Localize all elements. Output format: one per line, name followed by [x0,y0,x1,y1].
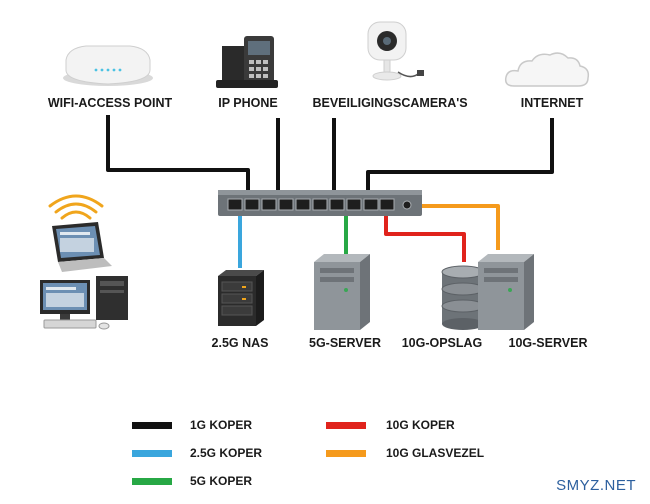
legend-swatch-5g-koper [132,478,172,485]
10g-storage-label: 10G-OPSLAG [401,336,483,350]
storage-database-icon [441,265,485,330]
watermark: SMYZ.NET [556,477,636,494]
legend-label-10g-koper: 10G KOPER [386,418,455,432]
nas-icon [218,270,264,326]
cable-wifi-ap [106,115,250,196]
legend-label-10g-glasvezel: 10G GLASVEZEL [386,446,485,460]
ip-phone-label: IP PHONE [218,96,278,110]
network-switch [218,190,422,216]
internet-label: INTERNET [520,96,584,110]
5g-server-icon [314,254,370,330]
wifi-access-point-icon [63,45,153,86]
10g-server-icon [478,254,534,330]
cable-10g-storage [384,210,466,262]
legend-swatch-2-5g-koper [132,450,172,457]
wifi-access-point-label: WIFI-ACCESS POINT [47,96,173,110]
cable-internet [366,118,554,196]
legend-swatch-1g-koper [132,422,172,429]
legend-swatch-10g-glasvezel [326,450,366,457]
10g-server-label: 10G-SERVER [508,336,588,350]
security-camera-icon [367,21,424,81]
desktop-computer-icon [40,276,128,330]
legend-label-5g-koper: 5G KOPER [190,474,253,488]
cloud-icon [504,52,590,87]
wifi-signal-icon [48,194,104,220]
legend-label-1g-koper: 1G KOPER [190,418,253,432]
legend-swatch-10g-koper [326,422,366,429]
security-camera-label: BEVEILIGINGSCAMERA'S [312,96,468,110]
cable-10g-server [406,204,500,250]
5g-server-label: 5G-SERVER [308,336,382,350]
ip-phone-icon [216,36,278,88]
nas-label: 2.5G NAS [211,336,269,350]
laptop-icon [48,194,112,272]
legend-label-2-5g-koper: 2.5G KOPER [190,446,263,460]
